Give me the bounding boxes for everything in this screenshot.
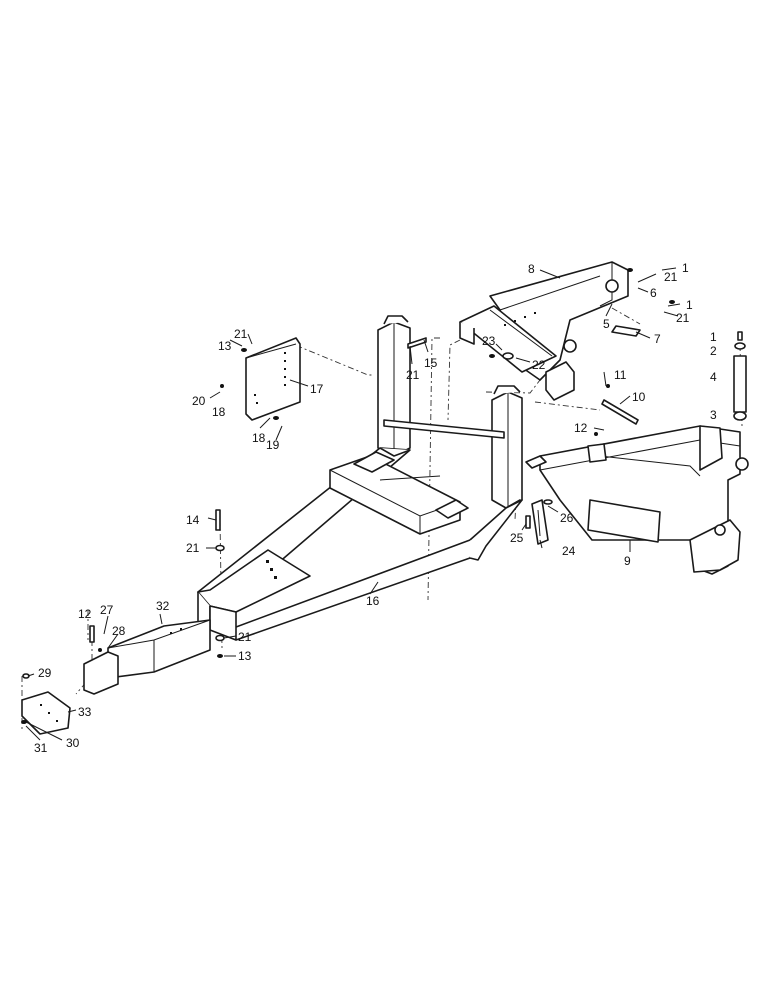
callout-21d: 21 [406, 368, 420, 382]
callout-6: 6 [650, 286, 657, 300]
callout-31: 31 [34, 741, 48, 755]
callout-27: 27 [100, 603, 114, 617]
callout-21c: 21 [234, 327, 248, 341]
callout-7: 7 [654, 332, 661, 346]
callout-1b: 1 [686, 298, 693, 312]
callout-5: 5 [603, 317, 610, 331]
plate-33 [21, 691, 71, 735]
plate-17 [245, 337, 301, 421]
callout-3: 3 [710, 408, 717, 422]
callout-11: 11 [614, 368, 627, 382]
callout-15: 15 [424, 356, 438, 370]
callout-33: 33 [78, 705, 92, 719]
callout-1c: 1 [710, 330, 717, 344]
callout-25: 25 [510, 531, 524, 545]
callout-29: 29 [38, 666, 52, 680]
callout-16: 16 [366, 594, 380, 608]
callout-14: 14 [186, 513, 200, 527]
callout-30: 30 [66, 736, 80, 750]
callout-2: 2 [710, 344, 717, 358]
callout-17: 17 [310, 382, 324, 396]
callout-18b: 18 [252, 431, 266, 445]
callout-1a: 1 [682, 261, 689, 275]
callout-12b: 12 [78, 607, 92, 621]
extension-tube-32 [83, 619, 211, 695]
callout-labels: 1 21 8 6 1 21 5 7 1 2 4 3 23 22 11 10 12… [34, 261, 717, 755]
callout-12a: 12 [574, 421, 588, 435]
upper-hitch-arm [459, 261, 629, 401]
main-a-frame [197, 315, 523, 641]
callout-21f: 21 [238, 630, 252, 644]
callout-4: 4 [710, 370, 717, 384]
callout-13b: 13 [238, 649, 252, 663]
callout-10: 10 [632, 390, 646, 404]
callout-24: 24 [562, 544, 576, 558]
lower-hitch-assembly [525, 425, 749, 575]
callout-21a: 21 [664, 270, 678, 284]
callout-20: 20 [192, 394, 206, 408]
callout-8: 8 [528, 262, 535, 276]
callout-32: 32 [156, 599, 170, 613]
callout-9: 9 [624, 554, 631, 568]
hardware [21, 268, 747, 724]
callout-18a: 18 [212, 405, 226, 419]
callout-21e: 21 [186, 541, 200, 555]
leader-lines [25, 267, 681, 741]
callout-21b: 21 [676, 311, 690, 325]
callout-28: 28 [112, 624, 126, 638]
callout-13a: 13 [218, 339, 232, 353]
callout-22: 22 [532, 358, 546, 372]
callout-26: 26 [560, 511, 574, 525]
bracket-24 [531, 499, 549, 545]
callout-23: 23 [482, 334, 496, 348]
callout-19: 19 [266, 438, 280, 452]
